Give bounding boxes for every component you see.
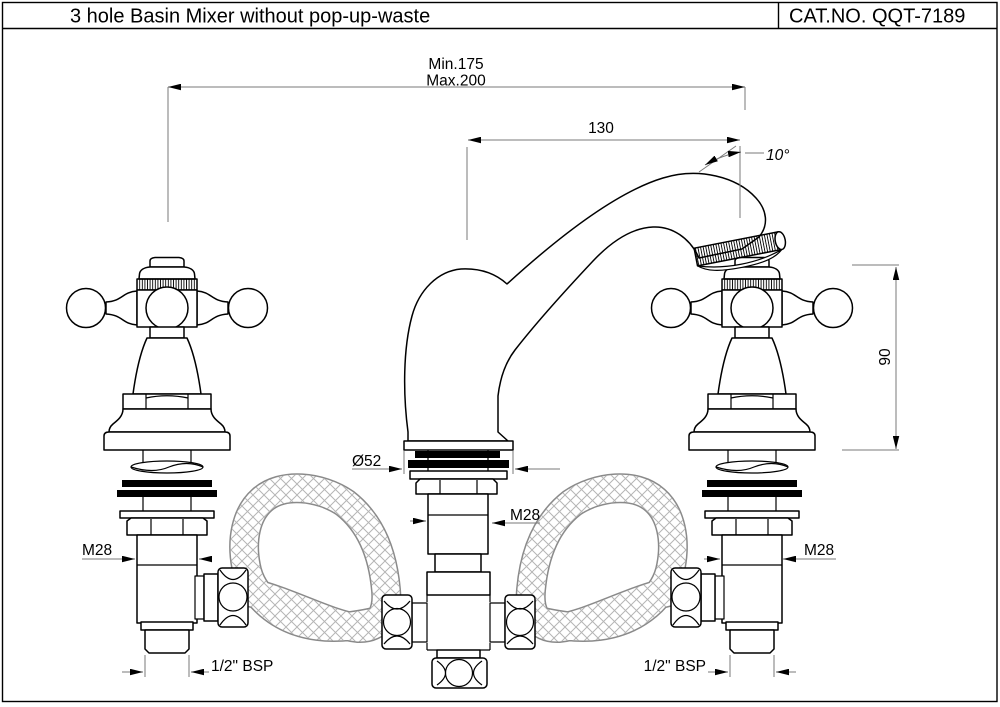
drawing-title: 3 hole Basin Mixer without pop-up-waste [70,6,430,28]
dim-spout-angle: 10° [698,145,789,173]
dim-right-thread-label: M28 [804,542,834,559]
spout-aerator [693,230,787,271]
catalog-number: CAT.NO. QQT-7189 [789,6,965,28]
dim-spout-height: 90 [842,264,900,451]
dim-left-outlet-thread: 1/2" BSP [122,655,273,677]
dim-left-thread: M28 [82,542,212,563]
tee-fitting [381,594,536,689]
left-flexible-hose [244,488,386,628]
dim-spout-angle-label: 10° [766,147,789,164]
dim-left-thread-label: M28 [82,542,112,559]
spout-shank [403,440,514,596]
dim-flange-diameter-label: Ø52 [352,453,381,470]
dim-right-thread: M28 [704,542,836,563]
dim-left-outlet-thread-label: 1/2" BSP [211,658,273,675]
dim-center-thread-label: M28 [510,507,540,524]
dim-spout-reach-label: 130 [588,120,614,137]
dim-spread-min-label: Min.175 [428,56,483,73]
dim-right-outlet-thread-label: 1/2" BSP [644,658,706,675]
left-valve-outlet [194,567,249,628]
dim-spread-max-label: Max.200 [426,73,486,90]
dim-right-outlet-thread: 1/2" BSP [644,655,796,677]
dim-flange-diameter: Ø52 [352,451,560,474]
spout-body [403,172,767,442]
dim-hole-spread: Min.175 Max.200 [167,56,746,222]
right-flexible-hose [531,488,673,628]
dim-spout-height-label: 90 [877,348,894,366]
right-valve-outlet [670,567,725,628]
dim-center-thread: M28 [410,507,540,527]
